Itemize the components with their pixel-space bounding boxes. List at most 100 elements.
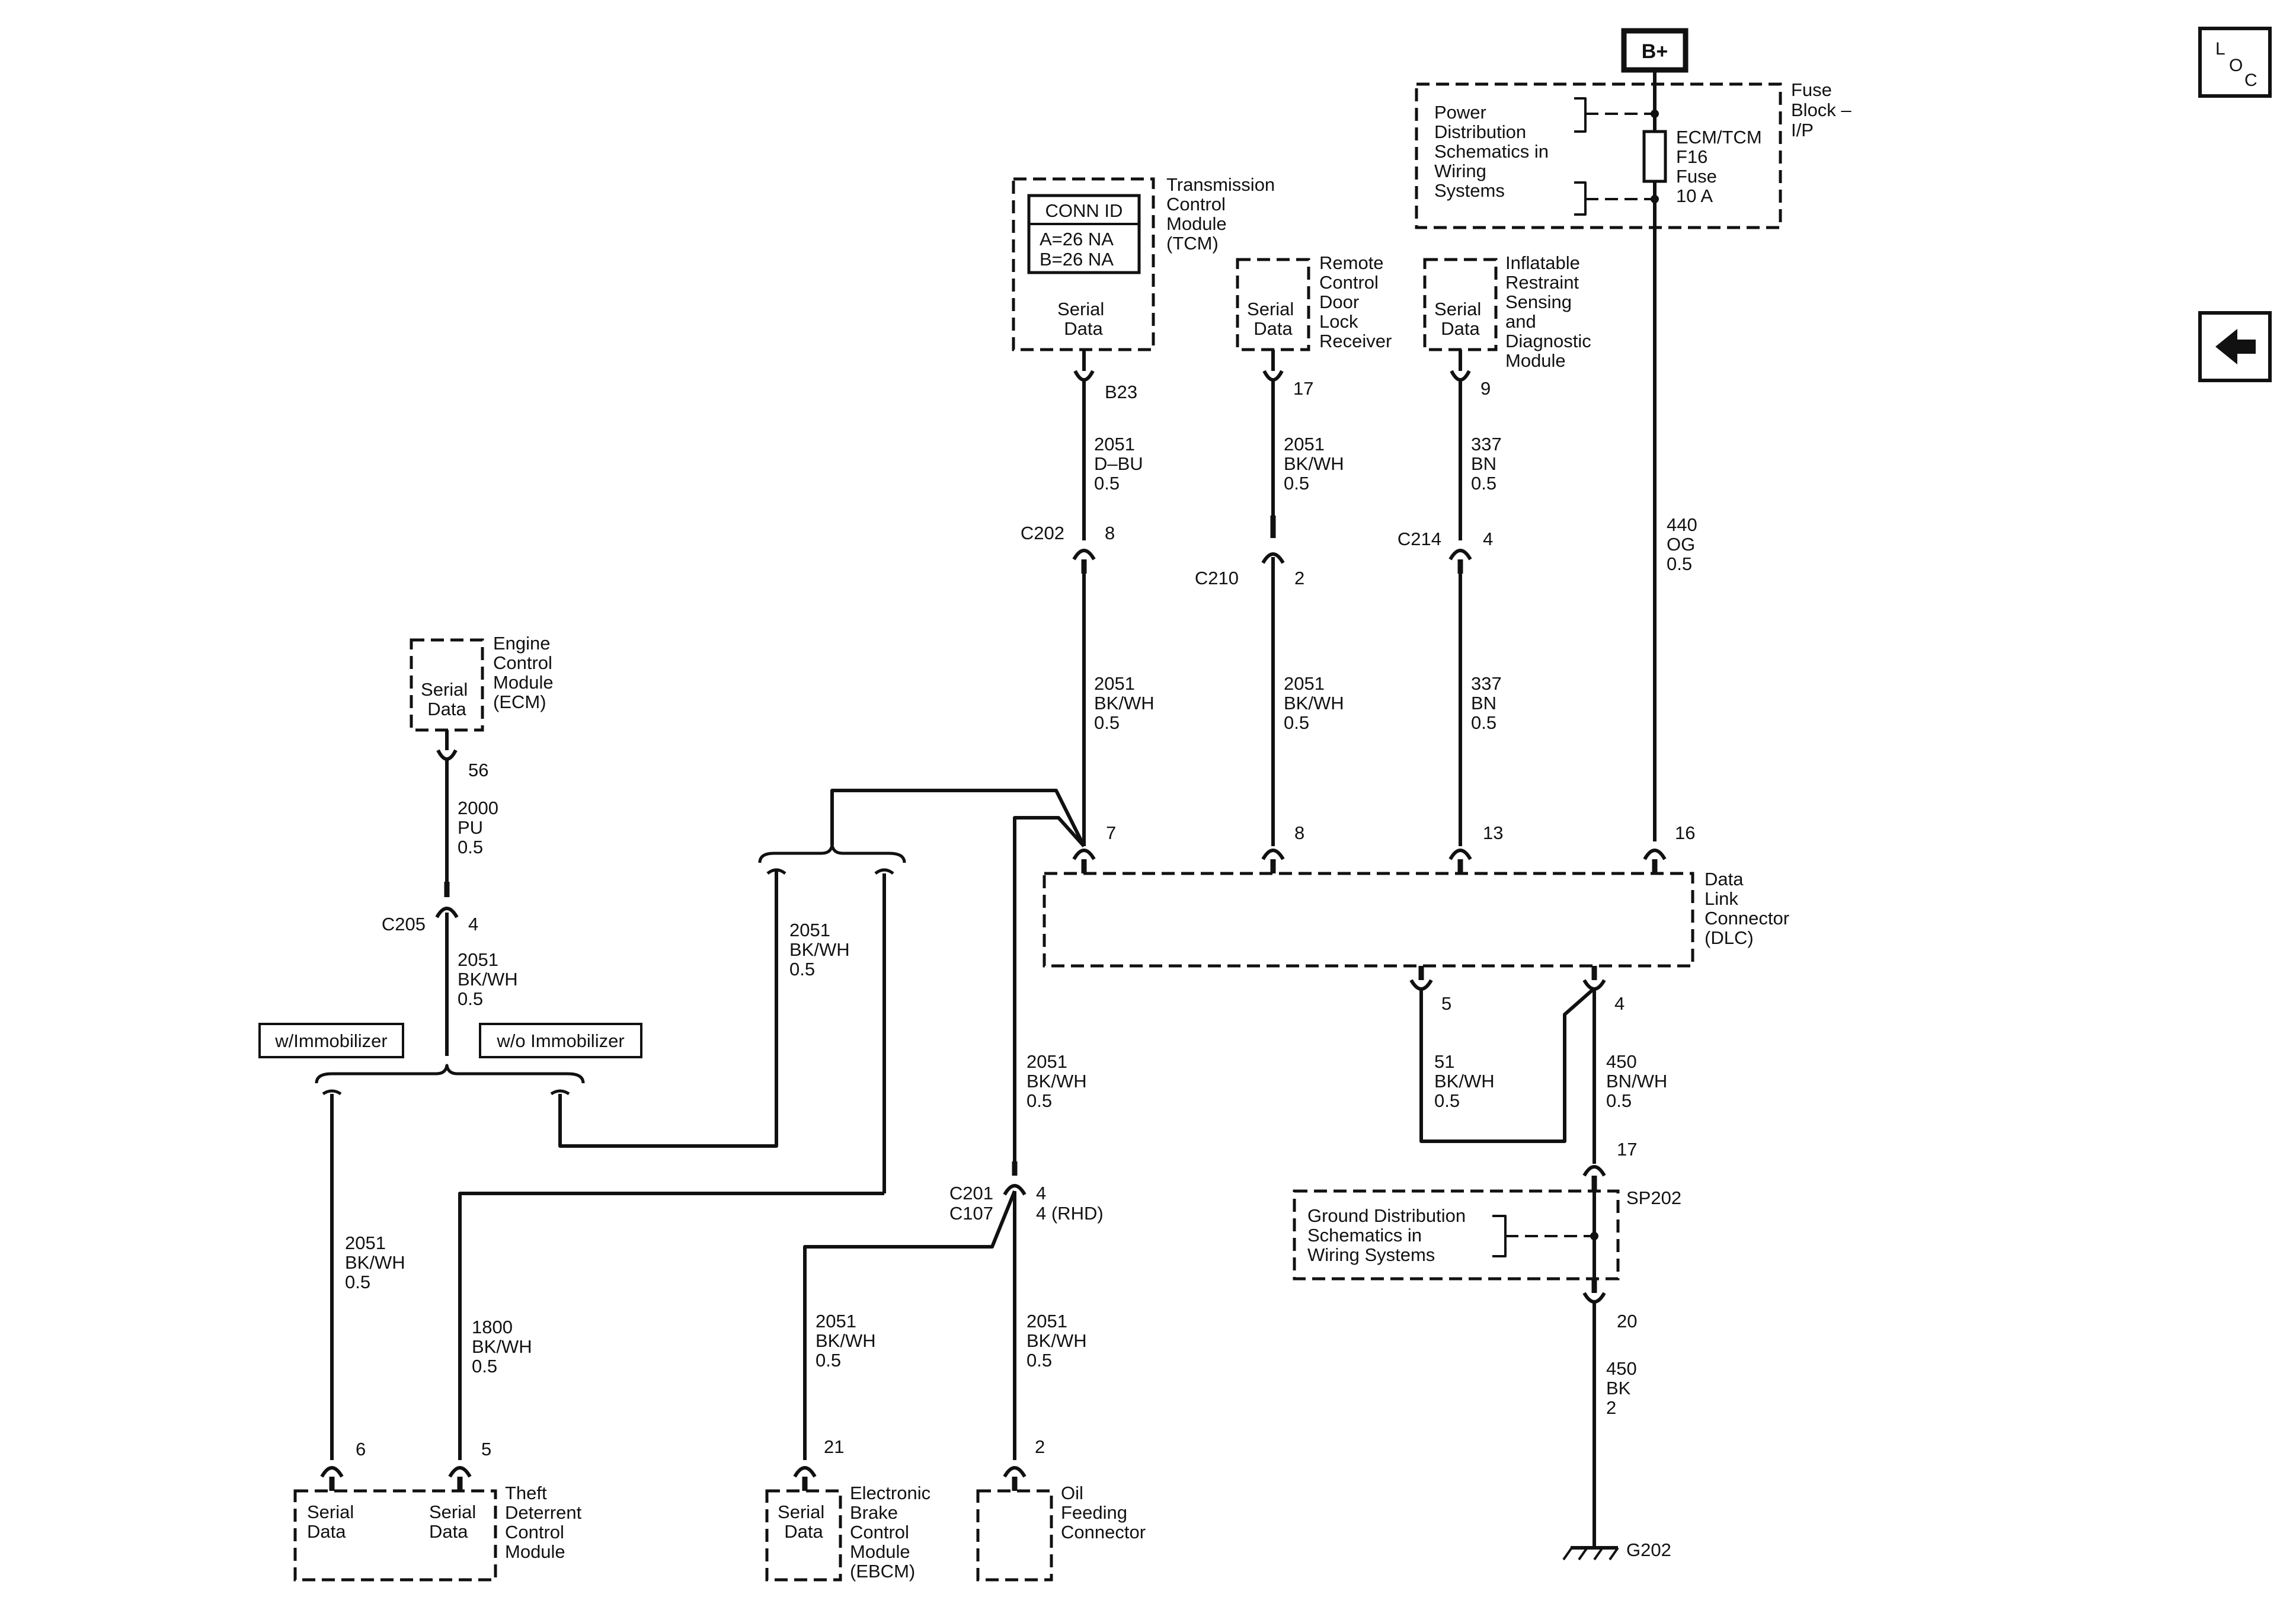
ecm-pin-56 <box>436 749 458 761</box>
rcdlr-wire-upper-label: 2051 BK/WH 0.5 <box>1284 434 1349 494</box>
sdm-serial-data-label: Serial Data <box>1434 299 1486 339</box>
loc-letter-c: C <box>2244 71 2257 90</box>
c205-label: C205 <box>382 914 426 934</box>
fuse-f16-symbol <box>1642 130 1667 183</box>
back-button[interactable] <box>2198 311 2272 382</box>
tdm-wire-5-label: 1800 BK/WH 0.5 <box>472 1317 537 1377</box>
bracket-to-dlc-wire <box>830 789 1086 847</box>
ecm-name: Engine Control Module (ECM) <box>493 633 558 712</box>
b-plus-label: B+ <box>1621 28 1689 73</box>
wire-440-label: 440 OG 0.5 <box>1667 514 1702 574</box>
loc-button[interactable]: L O C <box>2198 27 2272 98</box>
tdm-terminals <box>320 1466 472 1491</box>
tdm-outline <box>293 1489 497 1582</box>
g202-pin-20 <box>1582 1292 1606 1304</box>
ecm-pin-56-label: 56 <box>468 760 488 780</box>
loc-letter-l: L <box>2215 39 2225 59</box>
pds-bracket-bottom <box>1574 181 1587 216</box>
dlc-to-c201-wire <box>1013 816 1086 1164</box>
ebcm-outline <box>765 1489 842 1582</box>
tdm-pin-6: 6 <box>356 1439 366 1459</box>
option-without-immobilizer: w/o Immobilizer <box>479 1023 642 1058</box>
option-pin-right <box>550 1089 570 1096</box>
dlc-pin-8: 8 <box>1294 822 1304 843</box>
svg-text:w/Immobilizer: w/Immobilizer <box>274 1030 387 1051</box>
c214-label: C214 <box>1398 529 1441 549</box>
dlc-top-terminals <box>1072 849 1667 873</box>
dlc-pin-16: 16 <box>1675 822 1695 843</box>
rcdlr-pin-17 <box>1262 370 1284 382</box>
svg-text:w/o Immobilizer: w/o Immobilizer <box>496 1030 624 1051</box>
c201-pin: 4 <box>1036 1183 1046 1204</box>
c210-pin: 2 <box>1294 568 1304 588</box>
c214-connector <box>1448 549 1472 561</box>
bracket-branch <box>758 843 906 863</box>
wire-450-bk-label: 450 BK 2 <box>1606 1358 1642 1418</box>
c107-pin: 4 (RHD) <box>1036 1203 1104 1224</box>
g202-label: G202 <box>1626 1539 1671 1560</box>
wire-51-loop <box>1419 987 1595 1143</box>
tdm-pin-5: 5 <box>481 1439 491 1459</box>
ecm-wire-upper-label: 2000 PU 0.5 <box>458 798 504 857</box>
loc-letter-o: O <box>2229 56 2243 75</box>
sp202-outline <box>1293 1189 1620 1281</box>
wire-right-branch-label: 2051 BK/WH 0.5 <box>789 920 855 980</box>
rcdlr-name: Remote Control Door Lock Receiver <box>1319 252 1392 351</box>
c205-pin: 4 <box>468 914 478 934</box>
c210-label: C210 <box>1195 568 1239 588</box>
dlc-bottom-terminals <box>1409 966 1606 991</box>
power-distribution-note: Power Distribution Schematics in Wiring … <box>1434 102 1554 201</box>
dlc-pin-4: 4 <box>1614 993 1625 1014</box>
fuse-block-label: Fuse Block – I/P <box>1791 79 1856 140</box>
dlc-pin-5: 5 <box>1441 993 1451 1014</box>
oil-pin-2 <box>1003 1466 1027 1478</box>
ebcm-pin-21-label: 21 <box>824 1436 844 1457</box>
ground-distribution-note: Ground Distribution Schematics in Wiring… <box>1307 1205 1471 1265</box>
fuse-f16-label: ECM/TCM F16 Fuse 10 A <box>1676 127 1767 206</box>
tcm-conn-id-a: A=26 NA <box>1040 229 1114 249</box>
sp202-splice-dot <box>1590 1232 1598 1240</box>
tcm-pin-b23 <box>1073 370 1095 382</box>
ground-icon <box>1562 1546 1619 1561</box>
c201-connector <box>1003 1184 1027 1196</box>
c202-label: C202 <box>1021 523 1064 543</box>
tcm-conn-id-b: B=26 NA <box>1040 249 1114 270</box>
tdm-serial-data-1: Serial Data <box>307 1502 359 1542</box>
ebcm-name: Electronic Brake Control Module (EBCM) <box>850 1483 936 1582</box>
dlc-pin-13: 13 <box>1483 822 1503 843</box>
sdm-name: Inflatable Restraint Sensing and Diagnos… <box>1505 252 1596 371</box>
tdm-wire-6-label: 2051 BK/WH 0.5 <box>345 1233 410 1292</box>
dlc-pin-7: 7 <box>1106 822 1116 843</box>
sdm-pin-9 <box>1450 370 1471 382</box>
c107-label: C107 <box>949 1203 993 1224</box>
sdm-wire-lower-label: 337 BN 0.5 <box>1471 673 1507 733</box>
tcm-conn-id-title: CONN ID <box>1045 200 1123 221</box>
sp202-label: SP202 <box>1626 1188 1681 1208</box>
wire-c201-label: 2051 BK/WH 0.5 <box>1027 1051 1092 1111</box>
rcdlr-wire-lower-label: 2051 BK/WH 0.5 <box>1284 673 1349 733</box>
option-with-immobilizer: w/Immobilizer <box>258 1023 404 1058</box>
wire-51-label: 51 BK/WH 0.5 <box>1434 1051 1499 1111</box>
tdm-serial-data-2: Serial Data <box>429 1502 481 1542</box>
tcm-wire-lower-label: 2051 BK/WH 0.5 <box>1094 673 1159 733</box>
sdm-wire-upper-label: 337 BN 0.5 <box>1471 434 1507 494</box>
wire-without-immobilizer <box>558 871 778 1148</box>
sp202-pin-17 <box>1582 1165 1606 1177</box>
ebcm-pin-21 <box>793 1466 817 1478</box>
svg-text:B+: B+ <box>1642 40 1668 63</box>
tcm-pin-b23-label: B23 <box>1105 382 1137 402</box>
rcdlr-pin-17-label: 17 <box>1293 378 1313 399</box>
c214-pin: 4 <box>1483 529 1493 549</box>
rcdlr-serial-data-label: Serial Data <box>1247 299 1299 339</box>
dlc-outline <box>1043 872 1694 968</box>
tcm-wire-upper-label: 2051 D–BU 0.5 <box>1094 434 1148 494</box>
option-pin-left <box>322 1089 342 1096</box>
c205-connector <box>435 907 459 918</box>
ecm-serial-data-label: Serial Data <box>421 679 473 719</box>
c202-connector <box>1072 549 1096 561</box>
ebcm-serial-data-label: Serial Data <box>778 1502 830 1542</box>
g202-pin-20-label: 20 <box>1617 1311 1637 1331</box>
c210-connector <box>1261 552 1285 564</box>
wire-450-bnwh-label: 450 BN/WH 0.5 <box>1606 1051 1673 1111</box>
